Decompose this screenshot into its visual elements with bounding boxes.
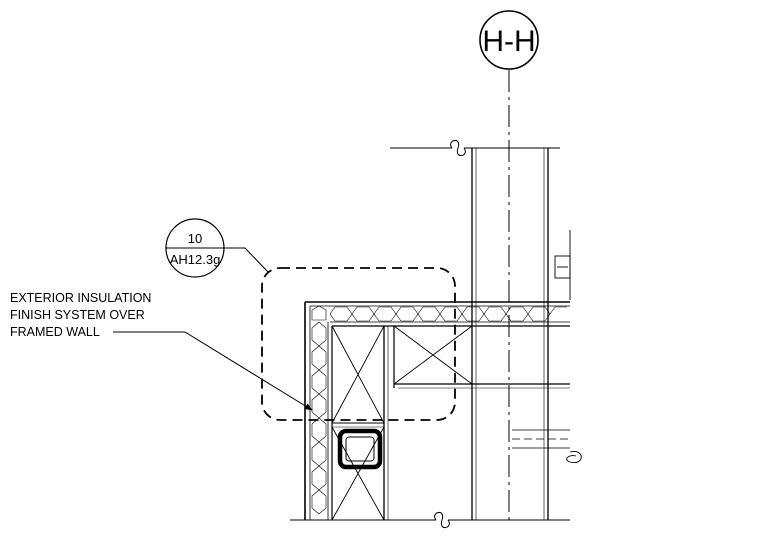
note-leader-arrow: [113, 331, 313, 411]
steel-tube: [337, 428, 383, 470]
eifs-note: EXTERIOR INSULATION FINISH SYSTEM OVER F…: [10, 291, 151, 339]
grid-bubble-label: H-H: [482, 25, 535, 58]
detail-boundary: [261, 267, 456, 421]
detail-callout-leader: [224, 247, 269, 273]
note-line-2: FINISH SYSTEM OVER: [10, 308, 145, 322]
eifs-top-band: [305, 301, 570, 327]
eifs-left-band: [304, 302, 333, 520]
header-framing: [393, 325, 570, 389]
lower-right-element: [512, 429, 582, 464]
detail-callout: 10 AH12.3g: [165, 218, 269, 278]
lower-break-line: [290, 512, 570, 528]
stud-framing: [331, 325, 389, 521]
grid-bubble: H-H: [479, 10, 539, 70]
column-outline: [471, 148, 549, 520]
grid-bubble-circle: [479, 10, 539, 70]
note-line-3: FRAMED WALL: [10, 325, 100, 339]
right-side-clip: [554, 230, 571, 300]
upper-break-line: [390, 140, 560, 156]
detail-callout-number: 10: [188, 231, 202, 246]
note-line-1: EXTERIOR INSULATION: [10, 291, 151, 305]
detail-callout-sheet: AH12.3g: [170, 252, 221, 267]
